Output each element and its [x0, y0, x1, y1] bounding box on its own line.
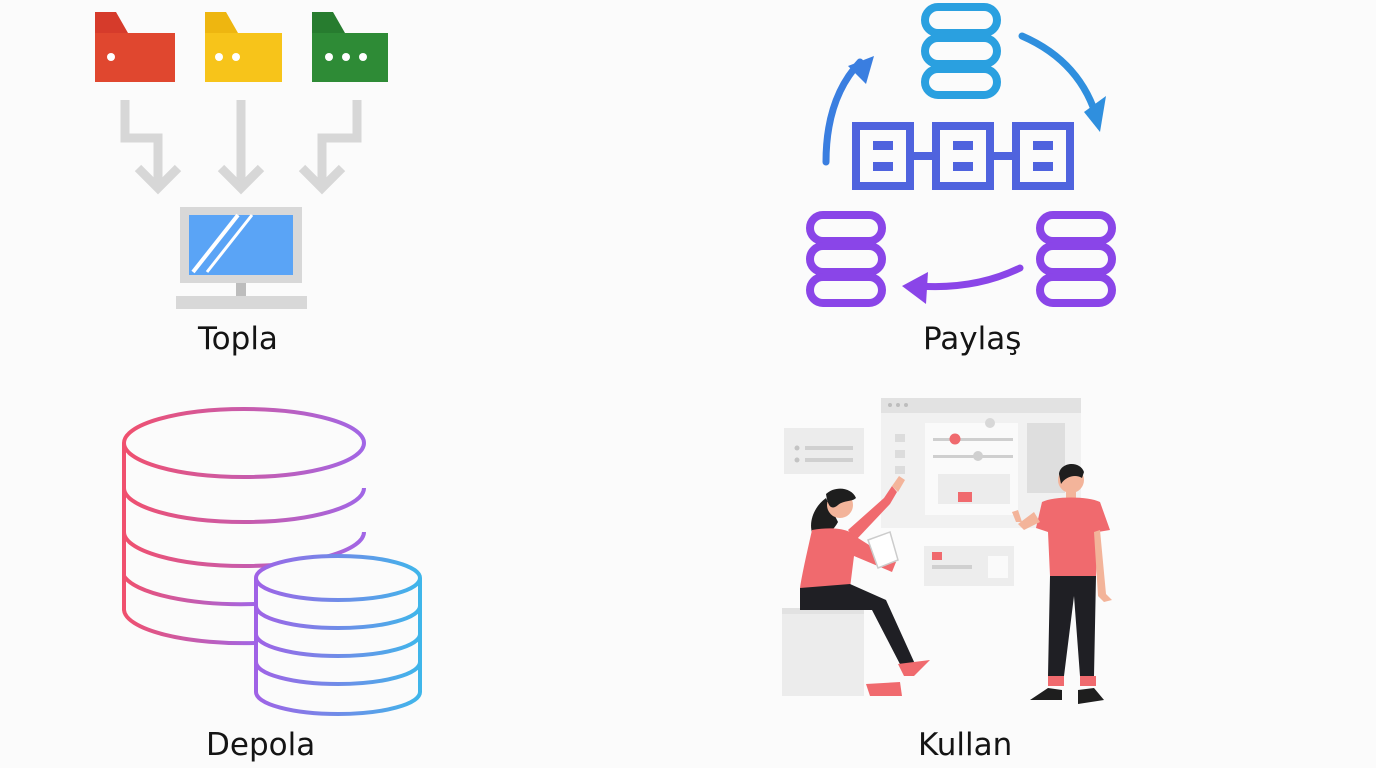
- people-with-dashboard-illustration: [782, 398, 1112, 704]
- stacked-databases-icon: [122, 407, 422, 716]
- paylas-label: Paylaş: [923, 321, 1022, 357]
- depola-label: Depola: [206, 727, 316, 763]
- left-database-icon: [806, 211, 886, 307]
- info-card: [924, 546, 1014, 586]
- red-folder-icon: [95, 12, 175, 82]
- seat-block: [782, 608, 864, 696]
- right-database-icon: [1036, 211, 1116, 307]
- cycle-arrowheads: [848, 56, 1106, 304]
- computer-icon: [176, 207, 307, 309]
- node-chain-slots: [873, 141, 1053, 171]
- down-arrows: [120, 100, 362, 195]
- node-chain-icon: [852, 122, 1074, 190]
- woman-figure: [800, 476, 930, 696]
- topla-label: Topla: [198, 321, 278, 357]
- kullan-label: Kullan: [918, 727, 1013, 763]
- large-database-icon: [122, 407, 366, 646]
- man-figure: [1012, 463, 1112, 704]
- list-card: [784, 428, 864, 474]
- green-folder-icon: [312, 12, 388, 82]
- folders-to-computer-icon: [95, 12, 388, 309]
- database-sync-cycle-icon: [806, 3, 1116, 307]
- yellow-folder-icon: [205, 12, 282, 82]
- top-database-icon: [921, 3, 1001, 99]
- small-database-icon: [254, 554, 422, 716]
